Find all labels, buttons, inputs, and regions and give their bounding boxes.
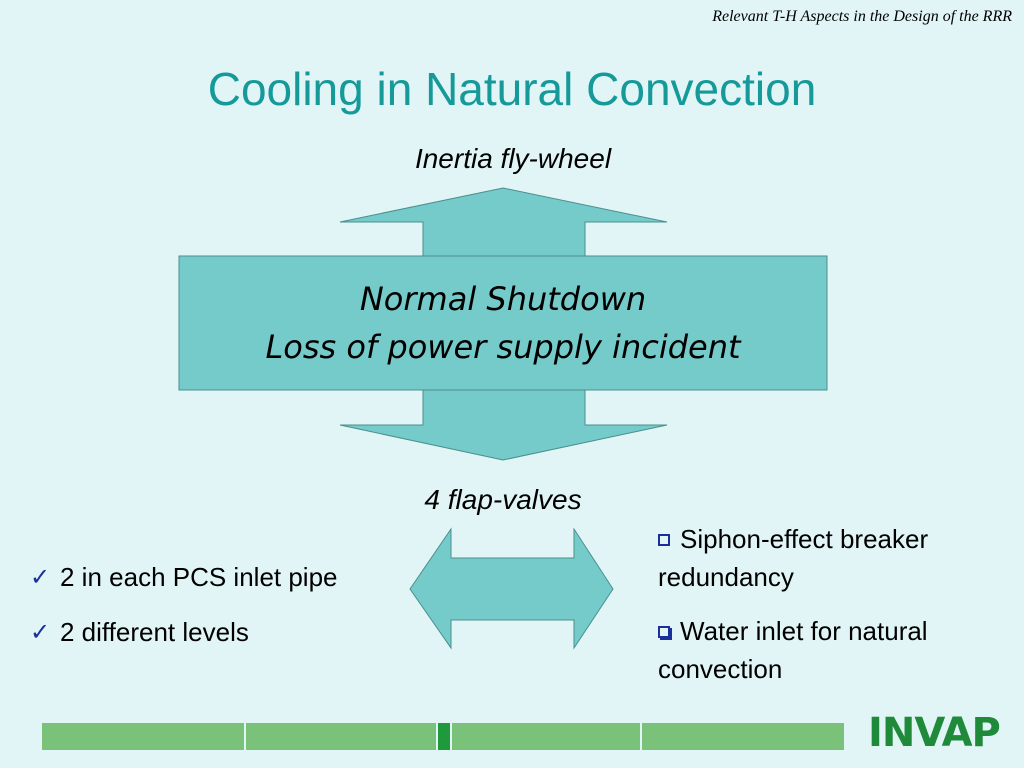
center-line-2: Loss of power supply incident xyxy=(265,328,741,366)
center-text: Normal Shutdown Loss of power supply inc… xyxy=(179,256,827,390)
footer-segment xyxy=(42,723,244,750)
slide-title: Cooling in Natural Convection xyxy=(207,63,817,115)
square-bullet-icon xyxy=(658,626,670,638)
square-bullet-icon xyxy=(658,534,670,546)
invap-logo: INVAP xyxy=(868,710,1001,756)
list-item-text: 2 different levels xyxy=(60,617,249,647)
list-item-text: Water inlet for natural convection xyxy=(658,616,928,684)
inertia-label: Inertia fly-wheel xyxy=(414,143,612,174)
header-note: Relevant T-H Aspects in the Design of th… xyxy=(712,8,1012,25)
list-item-text: 2 in each PCS inlet pipe xyxy=(60,562,338,592)
vertical-double-arrow xyxy=(339,187,668,257)
flap-valves-label: 4 flap-valves xyxy=(424,484,582,515)
footer-marker xyxy=(438,723,450,750)
list-item: ✓ 2 different levels xyxy=(30,617,338,648)
list-item: Siphon-effect breaker redundancy xyxy=(658,520,1008,596)
left-list: ✓ 2 in each PCS inlet pipe ✓ 2 different… xyxy=(30,562,338,672)
check-icon: ✓ xyxy=(30,564,51,591)
list-item: Water inlet for natural convection xyxy=(658,612,1008,688)
footer-segment xyxy=(452,723,640,750)
footer-segment xyxy=(642,723,844,750)
footer-bar xyxy=(42,723,844,750)
center-box xyxy=(178,255,828,391)
list-item: ✓ 2 in each PCS inlet pipe xyxy=(30,562,338,593)
center-line-1: Normal Shutdown xyxy=(359,280,647,318)
vertical-double-arrow-bottom xyxy=(339,389,668,461)
horizontal-double-arrow xyxy=(409,527,614,650)
check-icon: ✓ xyxy=(30,619,51,646)
list-item-text: Siphon-effect breaker redundancy xyxy=(658,524,929,592)
footer-segment xyxy=(246,723,436,750)
right-list: Siphon-effect breaker redundancy Water i… xyxy=(658,520,1008,704)
